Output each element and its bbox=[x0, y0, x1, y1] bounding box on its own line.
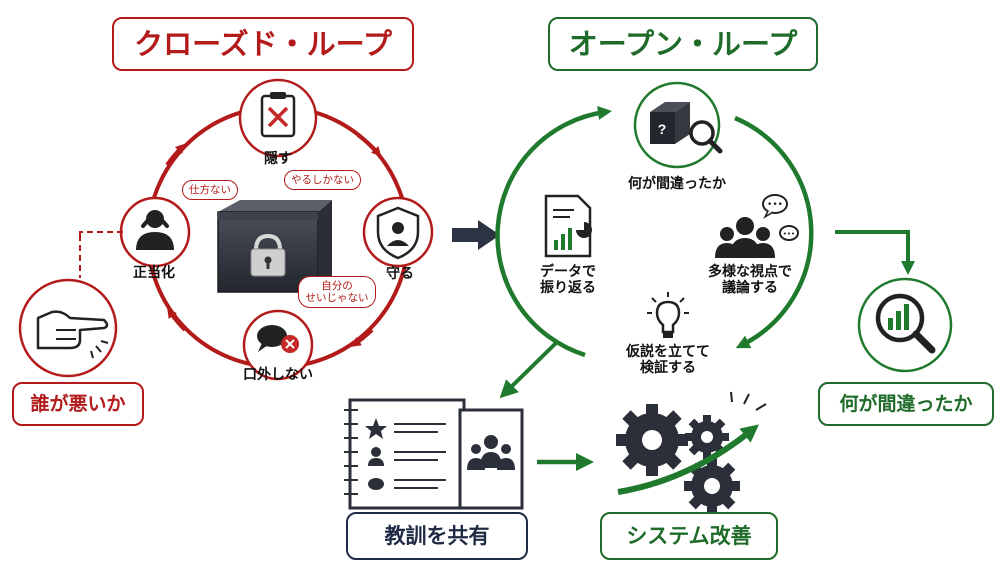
hypothesis-node bbox=[647, 292, 689, 338]
speech-bubble-icon bbox=[257, 325, 287, 347]
mystery-box-node: ? bbox=[633, 81, 723, 169]
closed-arrow-4 bbox=[165, 143, 186, 167]
protect-node bbox=[362, 196, 434, 268]
blame-node bbox=[18, 231, 125, 378]
svg-text:•••: ••• bbox=[783, 230, 795, 238]
blame-connector bbox=[79, 231, 125, 235]
outcome-arrow bbox=[835, 230, 915, 275]
diverse-views-label: 多様な視点で 議論する bbox=[700, 264, 800, 296]
pointing-hand-icon bbox=[36, 310, 109, 359]
justify-node bbox=[119, 196, 191, 268]
excuse-bubble-3: 自分の せいじゃない bbox=[298, 276, 376, 309]
diverse-views-line-1: 多様な視点で bbox=[708, 264, 792, 280]
lessons-arrow bbox=[499, 341, 558, 399]
magnifier-icon bbox=[689, 120, 715, 146]
pie-chart-icon bbox=[576, 222, 592, 238]
data-review-line-1: データで bbox=[540, 264, 596, 280]
excuse-line-2: せいじゃない bbox=[305, 292, 369, 305]
blame-label: 誰が悪いか bbox=[12, 382, 144, 426]
question-mark-icon: ? bbox=[658, 121, 667, 137]
hypothesis-line-1: 仮説を立てて bbox=[626, 344, 710, 360]
hide-node bbox=[238, 78, 318, 158]
people-group-icon bbox=[736, 217, 754, 235]
excuse-line-1: 自分の bbox=[321, 280, 353, 292]
open-arrow-right bbox=[734, 115, 814, 349]
locked-box bbox=[217, 200, 332, 293]
closed-arrow-2 bbox=[350, 328, 374, 347]
outcome-label: 何が間違ったか bbox=[818, 382, 994, 426]
star-icon bbox=[365, 418, 387, 439]
hypothesis-line-2: 検証する bbox=[640, 360, 696, 377]
improvement-label: システム改善 bbox=[600, 512, 778, 560]
padlock-icon bbox=[254, 233, 282, 251]
hypothesis-label: 仮説を立てて 検証する bbox=[618, 344, 718, 376]
justify-label: 正当化 bbox=[133, 265, 175, 281]
closed-arrow-3 bbox=[167, 307, 187, 332]
data-review-label: データで 振り返る bbox=[520, 264, 616, 296]
open-loop-title: オープン・ループ bbox=[548, 17, 818, 71]
excuse-bubble-1: 仕方ない bbox=[182, 180, 238, 201]
notebook-icon bbox=[344, 398, 524, 510]
person-icon bbox=[392, 222, 404, 234]
lessons-label: 教訓を共有 bbox=[346, 512, 528, 560]
silence-label: 口外しない bbox=[243, 367, 313, 383]
data-report-node bbox=[544, 194, 592, 258]
x-mark-icon bbox=[267, 106, 289, 128]
growth-arrow-icon bbox=[617, 424, 760, 495]
chat-bubble-icon bbox=[762, 194, 788, 214]
person-facepalm-icon bbox=[146, 210, 164, 228]
team-icon bbox=[484, 435, 498, 449]
open-arrow-left bbox=[495, 106, 612, 358]
hide-label: 隠す bbox=[264, 151, 292, 167]
diverse-views-node: ••• ••• bbox=[715, 194, 799, 258]
closed-loop-title: クローズド・ループ bbox=[112, 17, 414, 71]
excuse-bubble-2: やるしかない bbox=[284, 170, 361, 191]
protect-label: 守る bbox=[386, 266, 414, 282]
open-loop-cycle bbox=[495, 106, 814, 358]
gears-icon bbox=[616, 391, 767, 514]
analysis-node bbox=[857, 277, 953, 373]
svg-text:•••: ••• bbox=[767, 200, 783, 210]
transition-arrow bbox=[452, 220, 500, 250]
closed-arrow-1 bbox=[356, 133, 382, 157]
what-went-wrong-label: 何が間違ったか bbox=[628, 176, 726, 192]
diverse-views-line-2: 議論する bbox=[722, 280, 778, 297]
lightbulb-icon bbox=[655, 300, 681, 334]
silence-node bbox=[242, 309, 314, 381]
data-review-line-2: 振り返る bbox=[540, 280, 596, 297]
